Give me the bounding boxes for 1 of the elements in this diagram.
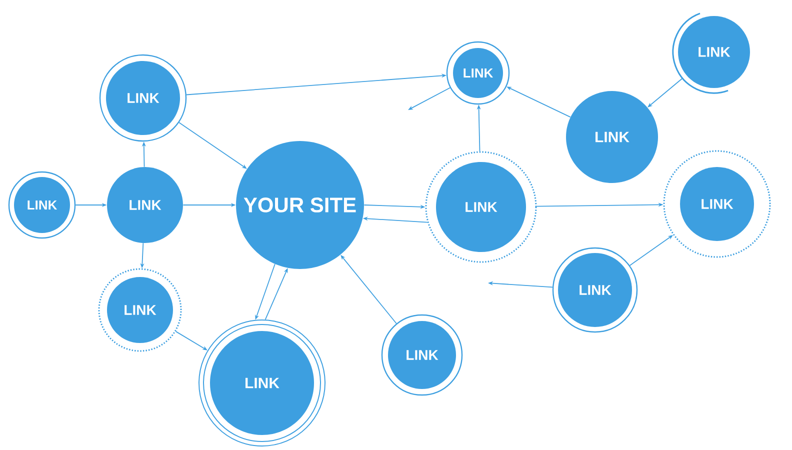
arrow — [648, 78, 683, 108]
